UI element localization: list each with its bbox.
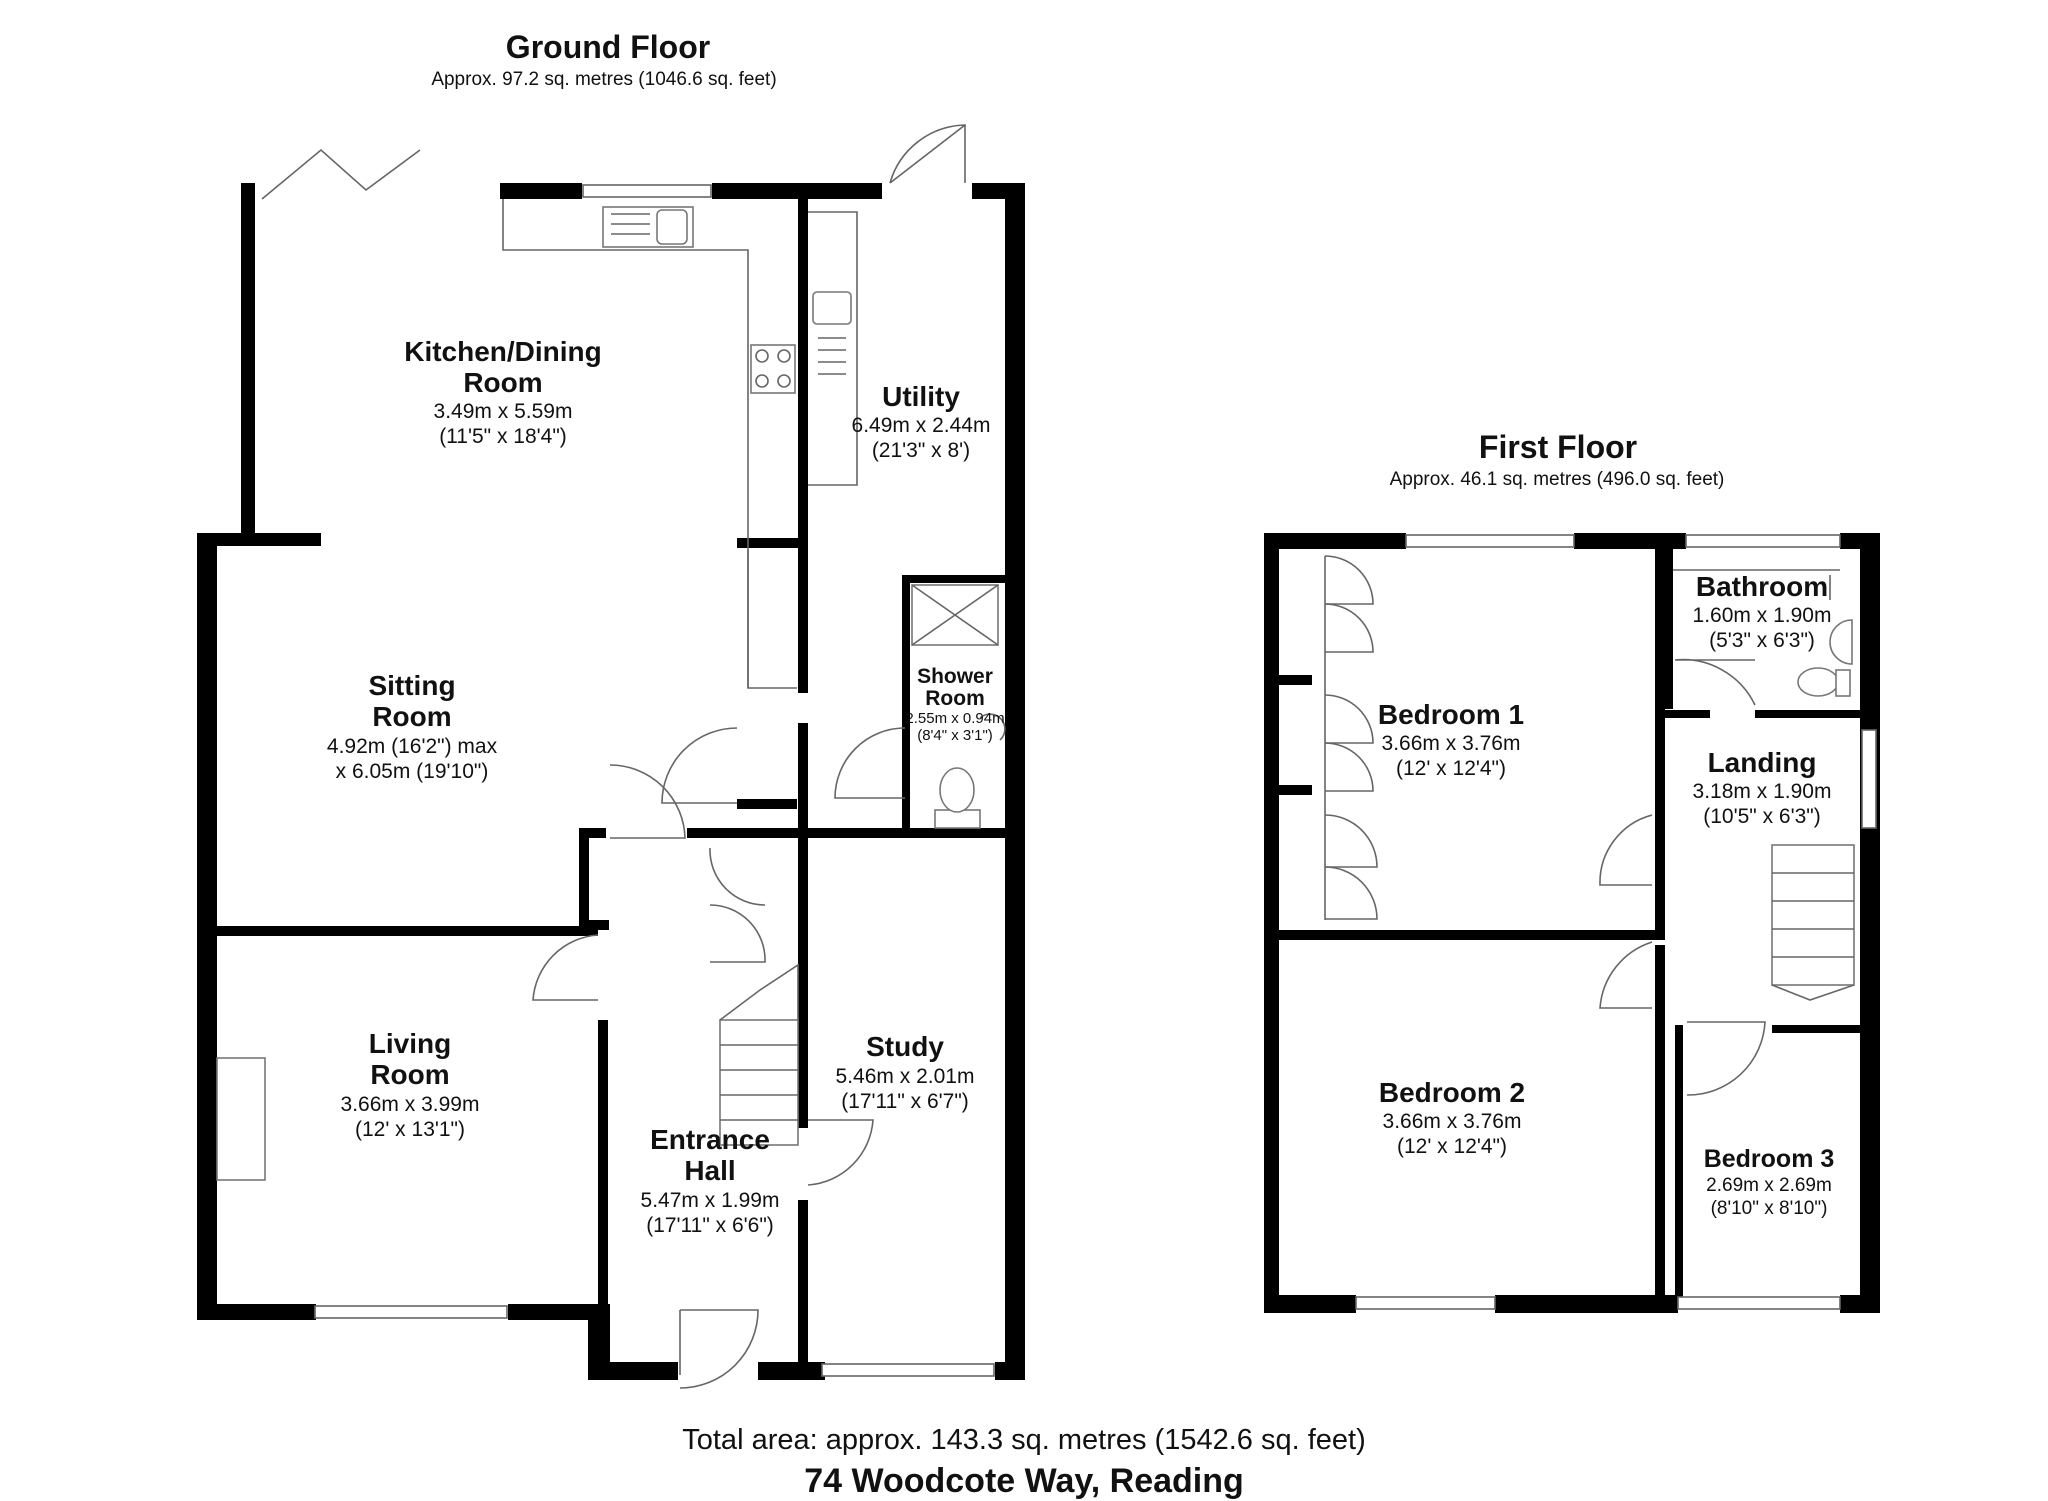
room-utility: Utility 6.49m x 2.44m (21'3" x 8') [852,381,991,462]
room-name: Sitting [368,670,455,701]
bathroom-toilet [1797,667,1851,697]
room-name: Bedroom 3 [1704,1145,1835,1173]
first-floor-walls [1264,533,1880,1313]
room-bathroom: Bathroom 1.60m x 1.90m (5'3" x 6'3") [1693,571,1832,652]
first-floor-plan: First Floor Approx. 46.1 sq. metres (496… [1264,429,1880,1313]
room-dimension-metric: 3.66m x 3.99m [341,1093,480,1116]
room-name: Entrance [650,1124,770,1155]
room-bedroom-1: Bedroom 1 3.66m x 3.76m (12' x 12'4") [1378,699,1524,780]
kitchen-worktops [502,199,797,689]
room-name: Room [370,1059,449,1090]
ground-floor-plan: Ground Floor Approx. 97.2 sq. metres (10… [197,29,1025,1389]
room-name: Kitchen/Dining [404,336,602,367]
room-dimension-metric: 2.69m x 2.69m [1706,1175,1832,1196]
ground-floor-staircase [719,963,799,1146]
utility-worktop [808,211,858,486]
bifold-doors [261,148,421,200]
utility-back-door [889,124,966,184]
room-dimension-imperial: (12' x 12'4") [1396,757,1506,780]
room-living: Living Room 3.66m x 3.99m (12' x 13'1") [341,1028,480,1141]
bedroom2-window [1355,1296,1496,1310]
room-name: Room [463,367,542,398]
room-kitchen-dining: Kitchen/Dining Room 3.49m x 5.59m (11'5"… [404,336,602,448]
room-dimension-imperial: x 6.05m (19'10") [336,760,489,783]
room-dimension-imperial: (5'3" x 6'3") [1709,629,1815,652]
room-name: Hall [684,1155,735,1186]
room-entrance-hall: Entrance Hall 5.47m x 1.99m (17'11" x 6'… [641,1124,780,1237]
bath [1673,569,1840,600]
room-shower: Shower Room 2.55m x 0.94m (8'4" x 3'1") [905,665,1004,744]
room-dimension-imperial: (11'5" x 18'4") [439,425,567,448]
toilet [934,767,981,829]
floor-plan: Ground Floor Approx. 97.2 sq. metres (10… [197,29,1880,1389]
basin [979,713,1006,741]
room-name: Bedroom 1 [1378,699,1524,730]
wardrobes [1324,555,1378,920]
first-floor-internal-walls [1277,549,1860,1305]
bathroom-window [1685,534,1841,548]
room-dimension-imperial: (8'10" x 8'10") [1711,1198,1828,1219]
room-name: Utility [882,381,960,412]
room-dimension-imperial: (21'3" x 8') [872,439,970,462]
ground-floor-area: Approx. 97.2 sq. metres (1046.6 sq. feet… [431,69,776,90]
room-dimension-imperial: (12' x 13'1") [355,1118,465,1141]
landing-window [1861,729,1877,829]
room-dimension-metric: 2.55m x 0.94m [905,710,1004,727]
room-name: Shower [917,665,993,688]
living-room-window [314,1305,508,1319]
shower-tray [911,584,999,646]
room-name: Living [369,1028,451,1059]
room-study: Study 5.46m x 2.01m (17'11" x 6'7") [836,1031,975,1113]
kitchen-window [582,184,712,198]
study-window [821,1363,995,1377]
property-address: 74 Woodcote Way, Reading [804,1462,1244,1500]
room-landing: Landing 3.18m x 1.90m (10'5" x 6'3") [1693,747,1832,828]
first-floor-title: First Floor [1479,429,1637,465]
room-dimension-metric: 5.46m x 2.01m [836,1065,975,1088]
room-dimension-imperial: (17'11" x 6'6") [646,1214,774,1237]
room-name: Room [372,701,451,732]
bedroom1-window [1405,534,1575,548]
room-dimension-metric: 3.66m x 3.76m [1382,732,1521,755]
room-dimension-metric: 6.49m x 2.44m [852,414,991,437]
first-floor-area: Approx. 46.1 sq. metres (496.0 sq. feet) [1390,469,1725,490]
room-dimension-metric: 5.47m x 1.99m [641,1189,780,1212]
room-dimension-imperial: (10'5" x 6'3") [1703,805,1820,828]
room-name: Bathroom [1696,571,1828,602]
ground-floor-walls [197,183,1025,1380]
room-name: Bedroom 2 [1379,1077,1525,1108]
fireplace [216,1057,266,1181]
first-floor-staircase [1771,844,1855,1001]
room-name: Study [866,1031,944,1062]
ground-floor-title: Ground Floor [506,29,710,65]
ground-floor-doors [532,727,906,1389]
room-dimension-metric: 3.66m x 3.76m [1383,1110,1522,1133]
bedroom3-window [1677,1296,1841,1310]
room-name: Room [925,687,985,710]
room-bedroom-3: Bedroom 3 2.69m x 2.69m (8'10" x 8'10") [1704,1145,1835,1219]
room-dimension-imperial: (8'4" x 3'1") [917,727,993,744]
room-name: Landing [1708,747,1817,778]
first-floor-doors [1599,658,1766,1096]
total-area: Total area: approx. 143.3 sq. metres (15… [682,1424,1366,1456]
room-bedroom-2: Bedroom 2 3.66m x 3.76m (12' x 12'4") [1379,1077,1525,1158]
ground-floor-internal-walls [210,199,1025,1370]
room-dimension-imperial: (17'11" x 6'7") [841,1090,969,1113]
room-sitting: Sitting Room 4.92m (16'2") max x 6.05m (… [327,670,498,783]
room-dimension-metric: 3.49m x 5.59m [434,400,573,423]
room-dimension-metric: 3.18m x 1.90m [1693,780,1832,803]
bathroom-basin [1829,619,1853,665]
room-dimension-metric: 1.60m x 1.90m [1693,604,1832,627]
room-dimension-metric: 4.92m (16'2") max [327,735,498,758]
room-dimension-imperial: (12' x 12'4") [1397,1135,1507,1158]
